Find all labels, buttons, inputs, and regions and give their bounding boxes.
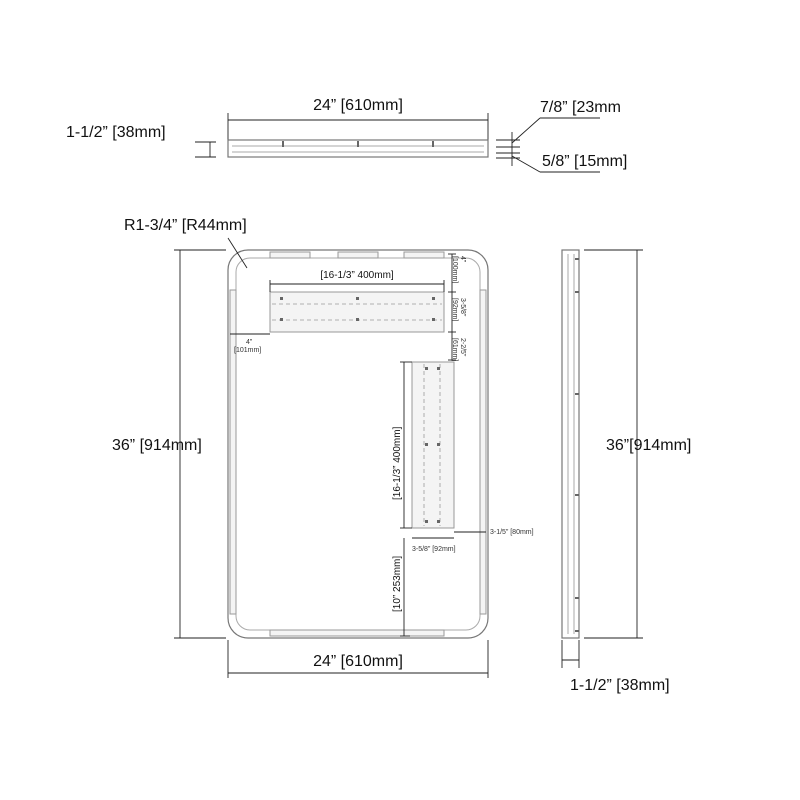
plate-screw xyxy=(425,367,428,370)
lip-bottom-leader xyxy=(511,155,541,173)
side-screw xyxy=(575,630,579,632)
side-screw xyxy=(575,393,579,395)
edge-clip-bottom xyxy=(269,629,445,637)
top-offset-label: 4” xyxy=(459,256,466,263)
plate-screw xyxy=(356,297,359,300)
side-view: 36”[914mm] 1-1/2” [38mm] xyxy=(561,249,691,694)
side-view-frame xyxy=(561,249,580,639)
side-screw xyxy=(575,291,579,293)
gap-mm-label: [61mm] xyxy=(451,338,458,361)
vplate-width-label: 3-5/8” [92mm] xyxy=(412,546,456,553)
horizontal-span-label: [16-1/3” 400mm] xyxy=(320,270,394,281)
left-offset-label: 4” xyxy=(246,339,253,346)
radius-label: R1-3/4” [R44mm] xyxy=(124,217,247,234)
side-depth-label: 1-1/2” [38mm] xyxy=(570,677,670,694)
edge-clip-right xyxy=(479,289,487,615)
plate-height-label: 3-5/8” xyxy=(459,298,466,317)
side-screw xyxy=(575,258,579,260)
front-view-frame xyxy=(227,249,489,639)
gap-label: 2-2/5” xyxy=(459,338,466,357)
front-width-label: 24” [610mm] xyxy=(313,653,403,670)
plate-screw xyxy=(432,318,435,321)
vertical-span-label: [16-1/3” 400mm] xyxy=(392,426,403,500)
side-height-label: 36”[914mm] xyxy=(606,437,691,454)
front-height-label: 36” [914mm] xyxy=(112,437,202,454)
top-view-screw xyxy=(357,141,359,147)
top-view-frame xyxy=(227,139,489,158)
plate-screw xyxy=(425,443,428,446)
edge-clip-left xyxy=(229,289,237,615)
side-screw xyxy=(575,494,579,496)
side-screw xyxy=(575,597,579,599)
plate-screw xyxy=(356,318,359,321)
plate-screw xyxy=(425,520,428,523)
plate-screw xyxy=(280,297,283,300)
lip-top-leader xyxy=(511,117,541,144)
top-view-screw xyxy=(282,141,284,147)
front-view: R1-3/4” [R44mm] [16-1/3” 400mm] 4” [101m… xyxy=(112,217,534,678)
plate-screw xyxy=(437,367,440,370)
top-offset-mm-label: [100mm] xyxy=(451,256,458,283)
top-view-screw xyxy=(432,141,434,147)
edge-clip xyxy=(269,251,311,259)
top-depth-label: 1-1/2” [38mm] xyxy=(66,124,166,141)
plate-screw xyxy=(280,318,283,321)
edge-clip xyxy=(403,251,445,259)
radius-leader xyxy=(227,237,248,269)
left-offset-mm-label: [101mm] xyxy=(234,347,261,354)
plate-height-mm-label: [92mm] xyxy=(451,298,458,321)
plate-screw xyxy=(432,297,435,300)
lip-top-label: 7/8” [23mm xyxy=(540,99,621,116)
plate-screw xyxy=(437,520,440,523)
top-view: 24” [610mm] 1-1/2” [38mm] 7/8” [23mm 5/8… xyxy=(66,97,627,173)
lip-bottom-label: 5/8” [15mm] xyxy=(542,153,627,170)
plate-screw xyxy=(437,443,440,446)
vertical-mount-plate xyxy=(411,361,455,529)
top-width-label: 24” [610mm] xyxy=(313,97,403,114)
bottom-offset-label: [10” 253mm] xyxy=(392,556,403,612)
edge-clip xyxy=(337,251,379,259)
edge-clips xyxy=(229,251,487,637)
vplate-offset-label: 3-1/5” [80mm] xyxy=(490,529,534,536)
